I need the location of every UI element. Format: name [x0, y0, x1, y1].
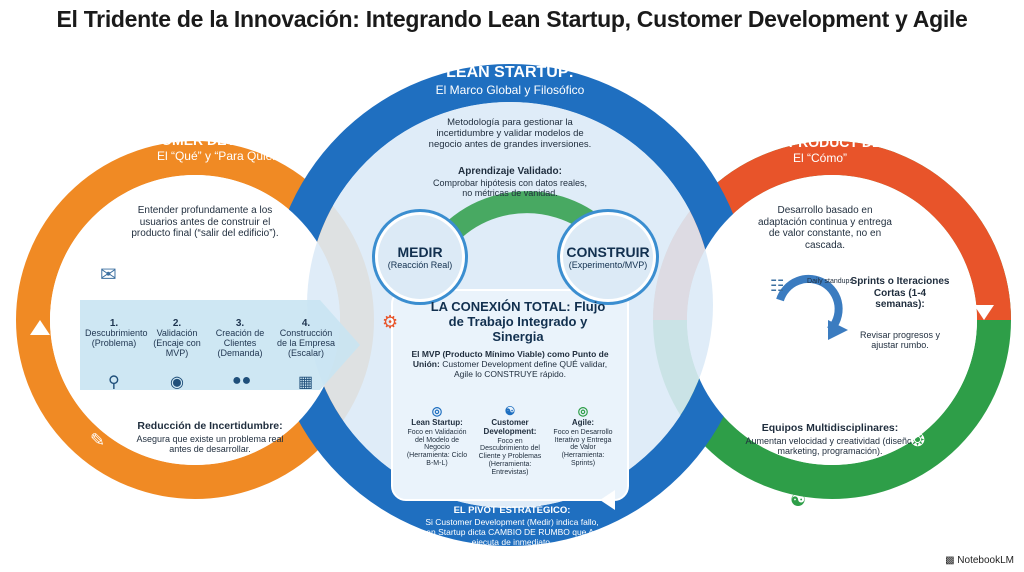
agile-subheader: El “Cómo”	[792, 151, 847, 165]
col-text: Foco en Desarrollo Iterativo y Entrega d…	[553, 428, 613, 467]
customer-ring-arrow	[30, 320, 50, 335]
brand-icon: ▩	[945, 555, 955, 566]
connection-panel	[391, 289, 629, 501]
agile-description: Desarrollo basado en adaptación continua…	[758, 205, 892, 251]
customer-uncertainty-title: Reducción de Incertidumbre:	[137, 420, 283, 432]
lean-validated-text: Comprobar hipótesis con datos reales, no…	[432, 178, 588, 199]
measure-detail: (Reacción Real)	[387, 260, 453, 270]
step-detail: (Problema)	[91, 337, 137, 348]
brand-badge: ▩ NotebookLM	[945, 555, 1014, 566]
measure-label: MEDIR	[397, 244, 443, 260]
building-icon: ▦	[298, 374, 314, 391]
lean-description: Metodología para gestionar la incertidum…	[428, 117, 592, 150]
lean-header: LEAN STARTUP:	[446, 64, 574, 81]
step-label: Creación de Clientes	[215, 328, 265, 348]
step-detail: (Escalar)	[287, 347, 324, 358]
col-title: Agile:	[571, 418, 595, 428]
agile-ring-arrow	[974, 305, 994, 320]
eye-icon: ◉	[170, 374, 184, 391]
sprints-text: Revisar progresos y ajustar rumbo.	[859, 330, 941, 351]
mvp-bold: El MVP (Producto Mínimo Viable) como Pun…	[411, 349, 609, 369]
interview-icon: ✉	[100, 264, 117, 286]
sprints-title: Sprints o Iteraciones Cortas (1-4 semana…	[850, 276, 950, 310]
step-number: 3.	[235, 318, 245, 329]
agile-inner	[687, 175, 977, 465]
customer-header: CUSTOMER DEVELOPMENT:	[123, 132, 317, 148]
customer-uncertainty-text: Asegura que existe un problema real ante…	[136, 434, 284, 455]
col-title: Lean Startup:	[411, 418, 463, 428]
pivot-arrow	[600, 490, 615, 510]
build-label: CONSTRUIR	[566, 244, 650, 260]
teams-title: Equipos Multidisciplinares:	[761, 422, 899, 434]
teams-text: Aumentan velocidad y creatividad (diseño…	[745, 436, 915, 457]
lean-subheader: El Marco Global y Filosófico	[435, 83, 585, 97]
build-node: CONSTRUIR (Experimento/MVP)	[560, 212, 656, 302]
connection-col-agile: ◎ Agile: Foco en Desarrollo Iterativo y …	[550, 404, 616, 467]
step-label: Construcción de la Empresa	[276, 328, 336, 348]
step-number: 1.	[109, 318, 119, 329]
calendar-icon: ☷	[770, 278, 785, 295]
users-icon: ●●	[232, 372, 252, 389]
network-icon: ❂	[910, 430, 926, 450]
steps-band	[80, 300, 360, 390]
customer-step-2: 2. Validación (Encaje con MVP)	[148, 318, 206, 359]
col-text: Foco en Validación del Modelo de Negocio…	[406, 428, 468, 467]
customer-step-4: 4. Construcción de la Empresa (Escalar)	[274, 318, 338, 359]
daily-standups-label: Daily standups	[807, 278, 853, 285]
step-number: 2.	[172, 318, 182, 329]
sprint-loop-icon	[776, 274, 843, 333]
step-detail: (Encaje con MVP)	[153, 337, 201, 358]
lean-validated-title: Aprendizaje Validado:	[458, 166, 562, 177]
col-title: Customer Development:	[483, 418, 537, 436]
mvp-text: Customer Development define QUÉ validar,…	[442, 358, 608, 379]
step-label: Validación	[156, 328, 198, 338]
connection-mvp: El MVP (Producto Mínimo Viable) como Pun…	[405, 349, 615, 379]
agile-header: AGILE PRODUCT DEV.:	[742, 134, 898, 150]
team-icon: ☻	[210, 500, 229, 520]
build-detail: (Experimento/MVP)	[568, 260, 648, 270]
customer-description: Entender profundamente a los usuarios an…	[131, 205, 279, 239]
sprint-arrow-icon	[828, 320, 848, 340]
agile-target-icon: ◎	[577, 404, 589, 418]
step-label: Descubrimiento	[85, 328, 148, 338]
pivot-title: EL PIVOT ESTRATÉGICO:	[453, 505, 571, 516]
measure-node: MEDIR (Reacción Real)	[375, 212, 465, 302]
step-detail: (Demanda)	[217, 347, 263, 358]
search-icon: ⚲	[108, 374, 120, 391]
step-number: 4.	[301, 318, 311, 329]
target-icon: ◎	[431, 404, 443, 418]
connection-col-customer: ☯ Customer Development: Foco en Descubri…	[477, 404, 543, 476]
connection-col-lean: ◎ Lean Startup: Foco en Validación del M…	[404, 404, 470, 467]
gear-icon: ⚙	[382, 312, 399, 332]
customer-step-3: 3. Creación de Clientes (Demanda)	[211, 318, 269, 359]
pivot-text: Si Customer Development (Medir) indica f…	[416, 517, 608, 547]
col-text: Foco en Descubrimiento del Cliente y Pro…	[478, 437, 542, 476]
handshake-icon: ☯	[504, 404, 516, 418]
brand-label: NotebookLM	[957, 555, 1014, 566]
customer-subheader: El “Qué” y “Para Quién”	[156, 149, 284, 163]
chat-icon: ✎	[90, 430, 106, 450]
page-title: El Tridente de la Innovación: Integrando…	[56, 6, 968, 32]
connection-title: LA CONEXIÓN TOTAL: Flujo de Trabajo Inte…	[430, 299, 606, 344]
customer-step-1: 1. Descubrimiento (Problema)	[85, 318, 148, 349]
collaboration-icon: ☯	[790, 490, 807, 510]
